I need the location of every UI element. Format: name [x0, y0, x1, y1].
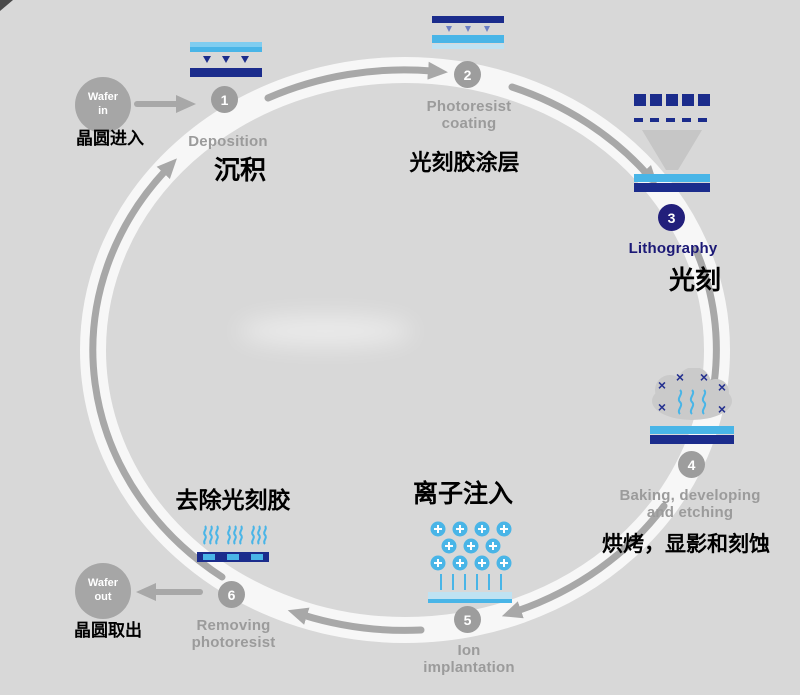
deposition-arrows	[203, 56, 249, 63]
resist-segments	[203, 554, 263, 560]
svg-text:×: ×	[718, 401, 726, 417]
step-number-3: 3	[658, 204, 685, 231]
photoresist-coating-icon	[432, 16, 504, 49]
wafer-in-label: Wafer in	[87, 91, 119, 117]
photomask	[634, 94, 710, 106]
deposition-icon	[190, 42, 262, 77]
cloud-vapor-lines	[677, 389, 707, 415]
cloud-x-marks: × × × × × ×	[658, 369, 726, 417]
step-number-6: 6	[218, 581, 245, 608]
wafer-in-badge: Wafer in	[75, 77, 131, 133]
step-label-en-3: Lithography	[628, 240, 718, 257]
arrow-step6-to-step1	[89, 158, 226, 581]
step-number-5: 5	[454, 606, 481, 633]
step-label-zh-3: 光刻	[668, 265, 721, 295]
wafer-out-label: Wafer out	[87, 577, 119, 603]
step-number-4: 4	[678, 451, 705, 478]
step-label-zh-1: 沉积	[213, 155, 266, 185]
arrow-step2-to-step3	[508, 83, 658, 186]
implant-needles	[440, 574, 502, 590]
step-number-2: 2	[454, 61, 481, 88]
cycle-arrows	[89, 61, 724, 634]
step-label-en-4: Baking, developing and etching	[619, 487, 761, 522]
coating-arrows	[446, 26, 490, 32]
corner-mark	[0, 0, 13, 11]
step-number-1: 1	[211, 86, 238, 113]
arrow-step5-to-step6	[287, 607, 425, 634]
step-label-zh-6: 去除光刻胶	[175, 487, 291, 513]
step-label-en-5: Ion implantation	[423, 642, 515, 677]
step-label-en-6: Removing photoresist	[191, 617, 276, 652]
resist-strip-squiggles	[203, 525, 267, 545]
step-label-en-2: Photoresist coating	[426, 98, 512, 133]
svg-text:×: ×	[658, 377, 666, 393]
background-smudge	[238, 316, 413, 346]
wafer-out-label-zh: 晶圆取出	[74, 621, 142, 640]
removing-photoresist-icon	[197, 525, 269, 562]
svg-text:×: ×	[718, 379, 726, 395]
ion-particles	[430, 521, 512, 571]
arrow-step3-to-step4	[692, 246, 724, 400]
lithography-icon	[634, 94, 710, 192]
arrow-step1-to-step2	[264, 61, 448, 102]
svg-text:×: ×	[658, 399, 666, 415]
wafer-in-label-zh: 晶圆进入	[76, 129, 144, 148]
step-label-zh-2: 光刻胶涂层	[409, 150, 520, 175]
arrow-step4-to-step5	[501, 502, 668, 619]
wafer-out-badge: Wafer out	[75, 563, 131, 619]
svg-text:×: ×	[700, 369, 708, 385]
baking-developing-etching-icon: × × × × × ×	[650, 368, 734, 444]
step-label-zh-5: 离子注入	[412, 480, 513, 508]
step-label-zh-4: 烘烤，显影和刻蚀	[602, 533, 770, 556]
light-beam	[642, 130, 702, 170]
step-label-en-1: Deposition	[188, 133, 268, 150]
svg-text:×: ×	[676, 369, 684, 385]
ion-implantation-icon	[428, 521, 512, 603]
